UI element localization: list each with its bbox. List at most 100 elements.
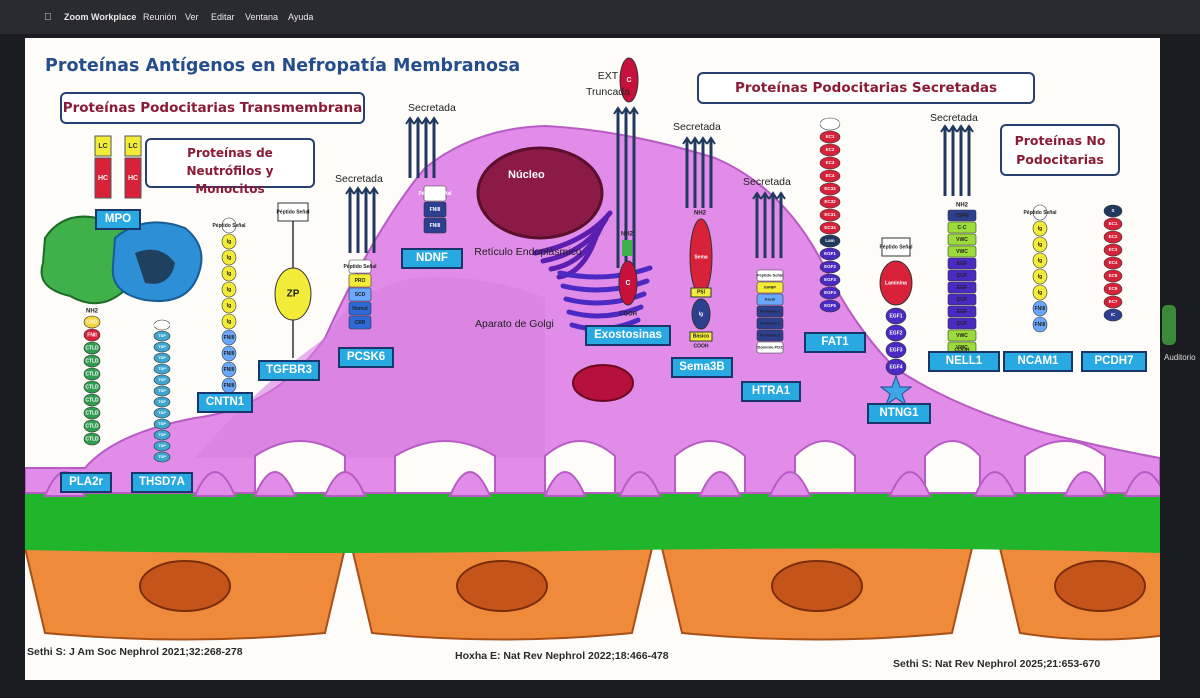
pla2r-domain: [83, 406, 101, 420]
nell1-cooh: COOH: [955, 347, 970, 353]
htra1-domain-text: IGFBP: [764, 285, 777, 290]
slide-illustration: LCHCLCHCNH2CRDFNIICTLDCTLDCTLDCTLDCTLDCT…: [25, 57, 1160, 643]
fat1-domain-text: EC3: [826, 160, 835, 165]
menu-ventana[interactable]: Ventana: [245, 12, 279, 22]
pedicel: [888, 471, 932, 497]
pedicel: [1063, 471, 1107, 497]
cntn1-domain-text: FNIII: [224, 383, 235, 389]
fat1-domain: [819, 286, 841, 300]
ncam1-domain-text: Ig: [1038, 290, 1042, 296]
secretada-label-pcsk6: Secretada: [335, 173, 383, 185]
menu-app-name[interactable]: Zoom Workplace: [64, 12, 137, 22]
citation-2: Hoxha E: Nat Rev Nephrol 2022;18:466-478: [455, 650, 669, 662]
sema3b-cooh: COOH: [694, 343, 709, 349]
thsd7a-domain-text: TSP: [158, 388, 166, 393]
htra1-domain-text: Dominio PDZ: [757, 345, 783, 350]
pcsk6-secretion-arrowhead: [345, 186, 355, 195]
pcsk6-domain: [348, 315, 372, 330]
pcdh7-domain-text: IC: [1111, 312, 1116, 317]
fat1-domain: [819, 195, 841, 209]
foot-process-gap: [924, 440, 981, 494]
thsd7a-domain: [153, 341, 171, 353]
ndnf-domain-text: FNIII: [430, 223, 441, 229]
ncam1-domain-text: Ig: [1038, 258, 1042, 264]
cntn1-domain-text: Ig: [227, 287, 231, 293]
thsd7a-domain-text: TSP: [158, 333, 166, 338]
participant-video-thumb[interactable]: [1162, 305, 1176, 345]
pcsk6-domain-text: Péptido Señal: [343, 264, 377, 270]
protein-label-nell1: NELL1: [928, 351, 1000, 372]
pla2r-domain: [83, 432, 101, 446]
er-label: Retículo Endoplásmico: [474, 246, 582, 258]
pcsk6-domain-text: Homol: [352, 306, 368, 312]
ncam1-domain: [1032, 252, 1048, 269]
pcsk6-domain-text: CRR: [355, 320, 366, 326]
endothelial-nucleus: [139, 560, 231, 612]
menu-ver[interactable]: Ver: [185, 12, 199, 22]
protein-label-cntn1: CNTN1: [197, 392, 253, 413]
ntng1-star-icon: [879, 374, 913, 407]
secretada-label-sema3b: Secretada: [673, 121, 721, 133]
ncam1-domain: [1032, 236, 1048, 253]
ext-transmembrane: [622, 240, 632, 256]
sema3b-secretion-arrowhead: [698, 136, 708, 145]
thsd7a-domain: [153, 407, 171, 419]
pcsk6-domain: [348, 259, 372, 274]
thsd7a-domain: [153, 429, 171, 441]
ntng1-domain-text: EGF2: [889, 330, 902, 336]
protein-label-htra1: HTRA1: [741, 381, 801, 402]
pcdh7-domain-text: EC6: [1109, 286, 1118, 291]
pcdh7-domain-text: EC3: [1109, 247, 1118, 252]
cntn1-domain-text: FNIII: [224, 367, 235, 373]
mpo-heavy-chain: [124, 157, 142, 199]
fat1-domain-text: EGF3: [824, 277, 836, 282]
apple-menu-icon[interactable]: : [44, 12, 52, 23]
cntn1-domain: [221, 265, 237, 282]
ndnf-domain: [423, 185, 447, 202]
menu-editar[interactable]: Editar: [211, 12, 235, 22]
thsd7a-domain-text: Péptido Señal: [149, 322, 175, 327]
fat1-domain-text: EC31: [824, 212, 836, 217]
menu-ayuda[interactable]: Ayuda: [288, 12, 314, 22]
pcdh7-domain: [1103, 282, 1123, 296]
pcsk6-secretion-arrowhead: [361, 186, 371, 195]
protein-label-pcsk6: PCSK6: [338, 347, 394, 368]
pcsk6-domain: [348, 301, 372, 316]
ndnf-domain-text: FNIII: [430, 207, 441, 213]
gbm-band: [25, 483, 1160, 553]
pcdh7-domain-text: EC5: [1109, 273, 1118, 278]
pla2r-domain: [83, 380, 101, 394]
ntng1-laminin-text: Laminina: [885, 280, 907, 286]
pedicel: [1123, 471, 1160, 497]
pla2r-domain-text: CTLD: [85, 436, 99, 442]
protein-label-exostosinas: Exostosinas: [585, 325, 671, 346]
fat1-domain-text: EGF5: [824, 303, 836, 308]
ntng1-domain-text: EGF4: [889, 364, 902, 370]
golgi-cisterna: [566, 304, 644, 319]
ext-cooh: COOH: [619, 312, 637, 318]
menu-reunion[interactable]: Reunión: [143, 12, 177, 22]
ntng1-signal: [881, 237, 911, 257]
htra1-domain-text: Péptido Señal: [757, 273, 783, 278]
ncam1-domain-text: FNIII: [1035, 306, 1046, 312]
nell1-secretion-arrowhead: [940, 124, 950, 133]
nell1-domain: [947, 257, 977, 270]
thsd7a-domain: [153, 319, 171, 331]
nucleus-shape: [476, 146, 604, 240]
nell1-domain-text: EGF: [957, 261, 967, 267]
thsd7a-domain: [153, 451, 171, 463]
ext-c-domain-top: [619, 57, 639, 103]
mitochondrion: [572, 364, 634, 402]
pla2r-domain-text: FNII: [87, 332, 97, 338]
fat1-domain-text: EC32: [824, 199, 836, 204]
protein-label-pcdh7: PCDH7: [1081, 351, 1147, 372]
ncam1-domain: [1032, 204, 1048, 221]
fat1-domain: [819, 260, 841, 274]
htra1-secretion-arrowhead: [768, 191, 778, 200]
ncam1-domain-text: Ig: [1038, 242, 1042, 248]
fat1-domain: [819, 273, 841, 287]
sema3b-nh2: NH2: [694, 211, 707, 217]
nell1-domain-text: VWC: [956, 345, 968, 351]
cntn1-domain: [221, 345, 237, 362]
thsd7a-domain-text: TSP: [158, 443, 166, 448]
